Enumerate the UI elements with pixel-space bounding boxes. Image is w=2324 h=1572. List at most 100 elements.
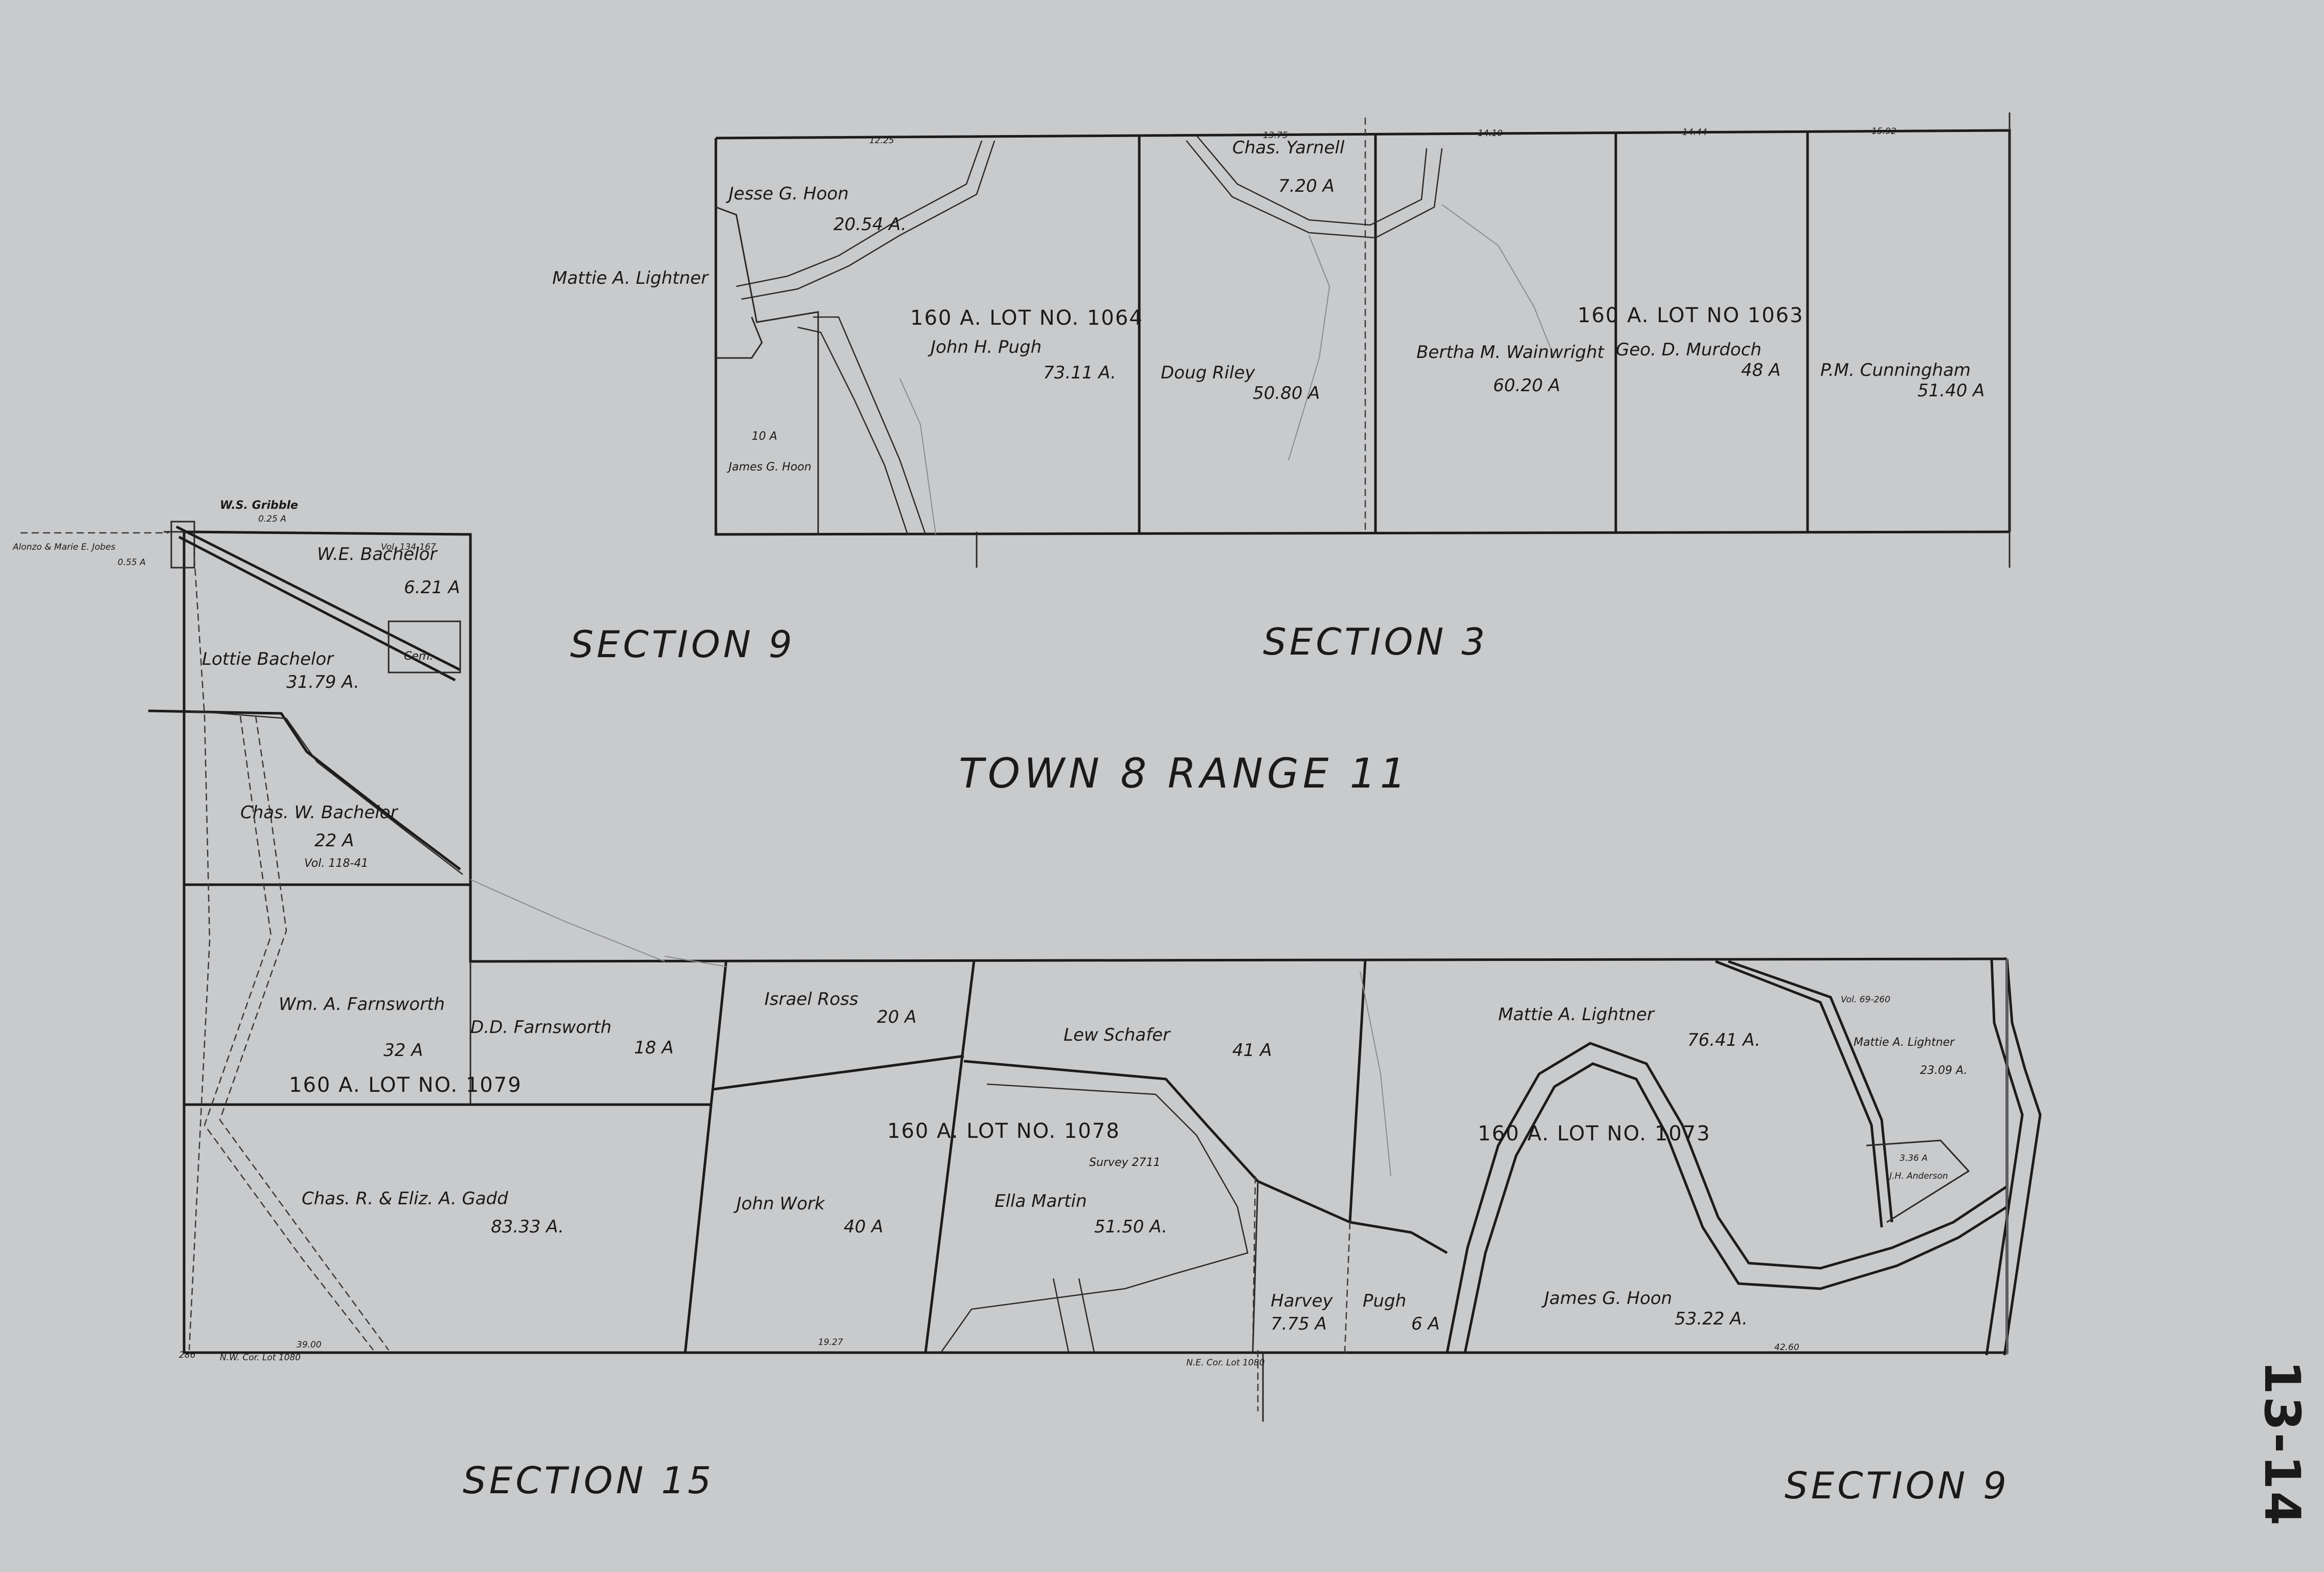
label-nw-cor: N.W. Cor. Lot 1080: [220, 1353, 301, 1363]
road-east-edge: [2003, 958, 2042, 1356]
parcel-line-schafer-east: [1348, 959, 1367, 1223]
label-chas-yarnell-acres: 7.20 A: [1278, 176, 1335, 196]
label-ella-martin: Ella Martin: [995, 1191, 1087, 1211]
label-dd-farnsworth-acres: 18 A: [634, 1038, 673, 1058]
parcel-line-lightner-small-b: [1728, 960, 1893, 1223]
dashed-line-vertical-b: [1252, 1176, 1256, 1351]
label-chas-gadd: Chas. R. & Eliz. A. Gadd: [302, 1188, 508, 1209]
left-block-east-line: [184, 530, 2007, 963]
road-bachelor-a: [175, 525, 461, 671]
label-james-hoon-bottom-acres: 53.22 A.: [1675, 1309, 1748, 1329]
parcel-line-ross-west: [684, 961, 728, 1353]
road-yarnell-a: [1196, 135, 1428, 226]
label-israel-ross: Israel Ross: [764, 989, 859, 1009]
label-pugh-acres: 6 A: [1411, 1314, 1440, 1334]
label-chas-w-bachelor-acres: 22 A: [314, 830, 354, 851]
label-harvey-acres: 7.75 A: [1271, 1314, 1327, 1334]
road-east-edge-b: [1985, 958, 2024, 1356]
label-wm-farnsworth-acres: 32 A: [383, 1040, 423, 1061]
parcel-cemetery: [388, 620, 461, 673]
road-spur-a: [1052, 1278, 1070, 1353]
label-mattie-lightner-main: Mattie A. Lightner: [1498, 1004, 1655, 1025]
label-lot-1073: 160 A. LOT NO. 1073: [1478, 1122, 1711, 1146]
label-survey: Survey 2711: [1089, 1156, 1161, 1169]
label-doug-riley-acres: 50.80 A: [1253, 383, 1320, 403]
label-mattie-lightner-top: Mattie A. Lightner: [552, 268, 709, 288]
label-chas-gadd-acres: 83.33 A.: [491, 1217, 564, 1237]
label-israel-ross-acres: 20 A: [877, 1007, 916, 1027]
road-line-b: [797, 326, 909, 535]
label-chas-yarnell: Chas. Yarnell: [1232, 138, 1345, 158]
faint-stream: [899, 378, 936, 535]
label-pugh: Pugh: [1363, 1291, 1406, 1311]
label-bottom-dim-3: 42.60: [1774, 1342, 1799, 1353]
label-lottie-bachelor: Lottie Bachelor: [202, 649, 334, 669]
label-alonzo-jobes-acres: 0.55 A: [118, 557, 146, 568]
label-geo-murdoch: Geo. D. Murdoch: [1616, 340, 1762, 360]
road-bachelor-b: [178, 535, 456, 682]
label-doug-riley: Doug Riley: [1161, 363, 1255, 383]
creek-line-a: [736, 140, 983, 287]
label-john-work: John Work: [733, 1194, 825, 1214]
label-top-dim-1: 12.25: [869, 136, 894, 146]
label-top-dim-5: 15.92: [1871, 126, 1897, 137]
label-bertha-wainwright: Bertha M. Wainwright: [1416, 342, 1605, 363]
parcel-anderson: [1866, 1139, 1970, 1223]
road-line-a: [813, 316, 927, 535]
label-cemetery: Cem.: [404, 650, 433, 663]
parcel-line-lottie-chas: [148, 709, 461, 870]
road-chas-w: [189, 710, 463, 875]
faint-line-farnsworth: [470, 879, 665, 962]
label-geo-murdoch-acres: 48 A: [1741, 360, 1780, 380]
label-bottom-dim-1: 39.00: [297, 1340, 322, 1350]
label-lew-schafer-acres: 41 A: [1232, 1040, 1272, 1061]
road-lightner-b: [1463, 1062, 2008, 1353]
label-township: TOWN 8 RANGE 11: [959, 750, 1410, 797]
top-block-boundaries: [714, 113, 2011, 568]
bottom-block-boundaries: [20, 521, 2042, 1422]
faint-line-schafer: [1360, 971, 1391, 1177]
label-we-bachelor: W.E. Bachelor: [317, 544, 438, 565]
label-corner-num: 286: [179, 1350, 196, 1360]
parcel-line-hoon: [715, 206, 819, 534]
label-top-dim-4: 14.44: [1682, 127, 1707, 138]
label-vol-118: Vol. 118-41: [304, 857, 368, 870]
label-jh-anderson: J.H. Anderson: [1888, 1171, 1948, 1181]
label-pm-cunningham: P.M. Cunningham: [1820, 360, 1971, 380]
label-mattie-lightner-small: Mattie A. Lightner: [1854, 1036, 1955, 1049]
label-top-dim-2: 13.75: [1263, 130, 1288, 141]
label-mattie-lightner-small-acres: 23.09 A.: [1920, 1064, 1967, 1077]
label-ws-gribble-acres: 0.25 A: [258, 514, 286, 524]
label-dd-farnsworth: D.D. Farnsworth: [470, 1017, 612, 1038]
road-martin: [940, 1083, 1249, 1353]
label-ella-martin-acres: 51.50 A.: [1094, 1217, 1167, 1237]
label-jesse-hoon: Jesse G. Hoon: [726, 184, 849, 204]
label-lew-schafer: Lew Schafer: [1064, 1025, 1171, 1045]
label-john-pugh-acres: 73.11 A.: [1043, 363, 1116, 383]
label-ne-cor: N.E. Cor. Lot 1080: [1186, 1358, 1265, 1368]
label-wm-farnsworth: Wm. A. Farnsworth: [279, 994, 445, 1015]
label-vol-134: Vol. 134-167: [381, 542, 436, 552]
label-vol-69: Vol. 69-260: [1841, 995, 1890, 1005]
label-james-hoon-bottom: James G. Hoon: [1541, 1288, 1672, 1309]
label-harvey: Harvey: [1271, 1291, 1333, 1311]
creek-line-b: [741, 140, 996, 300]
faint-stream-wainwright: [1441, 204, 1555, 358]
label-jh-anderson-acres: 3.36 A: [1900, 1153, 1928, 1163]
label-alonzo-jobes: Alonzo & Marie E. Jobes: [12, 542, 116, 552]
dashed-road-west-a: [219, 715, 390, 1351]
label-lot-1064: 160 A. LOT NO. 1064: [910, 306, 1143, 330]
label-pm-cunningham-acres: 51.40 A: [1917, 380, 1984, 401]
road-lightner-a: [1446, 1042, 2008, 1353]
label-james-hoon-acres-top: 10 A: [752, 430, 777, 443]
label-chas-w-bachelor: Chas. W. Bachelor: [240, 802, 398, 823]
label-lot-1063: 160 A. LOT NO 1063: [1577, 304, 1804, 327]
label-james-hoon-top: James G. Hoon: [727, 461, 811, 474]
faint-stream-riley: [1288, 235, 1330, 461]
dashed-west-edge: [188, 557, 211, 1351]
dashed-road-west-b: [204, 715, 374, 1351]
label-ws-gribble: W.S. Gribble: [220, 499, 298, 512]
label-section-3: SECTION 3: [1263, 620, 1488, 663]
label-bertha-wainwright-acres: 60.20 A: [1493, 375, 1560, 396]
